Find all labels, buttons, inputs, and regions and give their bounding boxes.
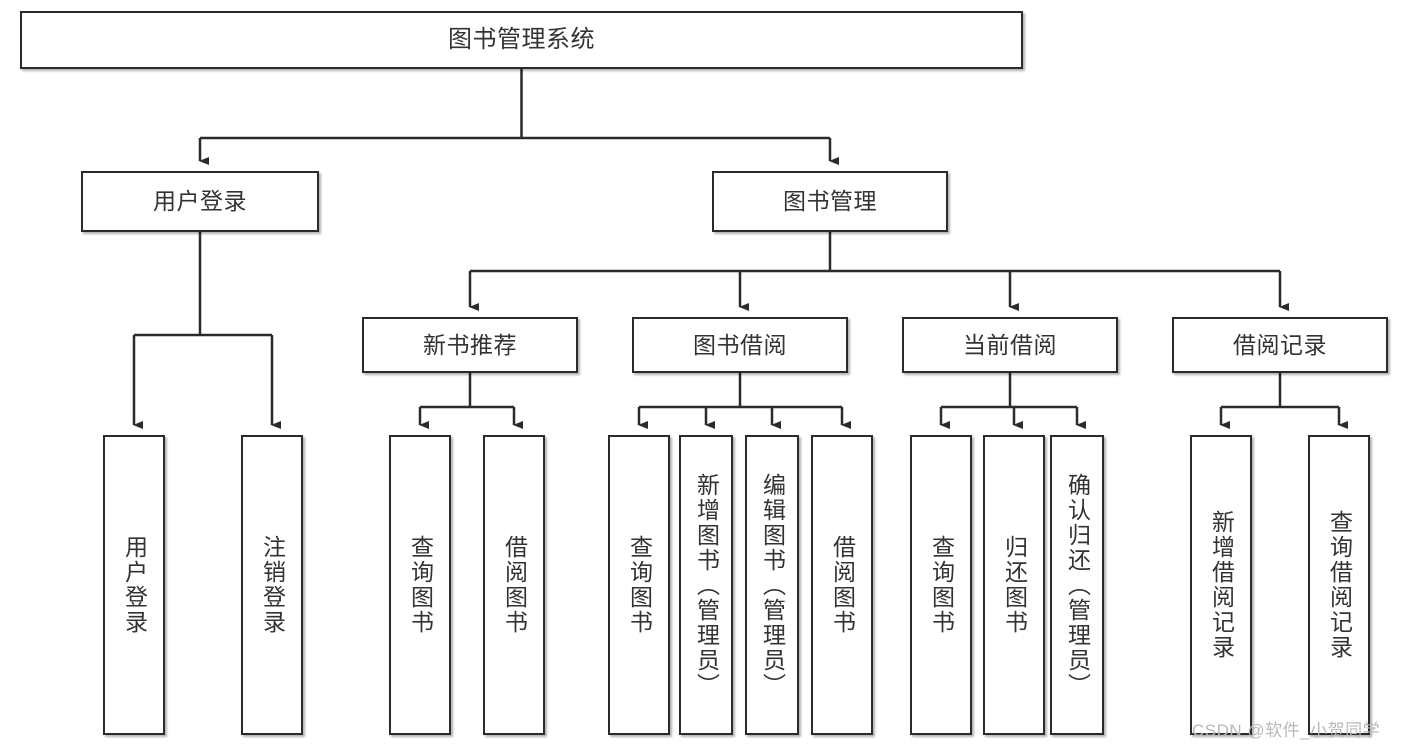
node-label: 注销登录: [259, 535, 286, 635]
node-book-manage[interactable]: 图书管理: [712, 171, 948, 232]
node-label: 确认归还（管理员）: [1064, 472, 1091, 698]
node-label: 归还图书: [1001, 535, 1028, 635]
node-label: 查询图书: [407, 535, 434, 635]
node-leaf-query-record[interactable]: 查询借阅记录: [1308, 435, 1370, 735]
node-label: 新书推荐: [423, 331, 517, 358]
node-label: 当前借阅: [963, 331, 1057, 358]
node-label: 查询图书: [928, 535, 955, 635]
node-leaf-return-book[interactable]: 归还图书: [983, 435, 1045, 735]
node-leaf-add-record[interactable]: 新增借阅记录: [1190, 435, 1252, 735]
node-label: 新增图书（管理员）: [693, 472, 720, 698]
node-label: 编辑图书（管理员）: [759, 472, 786, 698]
node-label: 查询借阅记录: [1326, 510, 1353, 660]
node-leaf-query-book-2[interactable]: 查询图书: [608, 435, 670, 735]
node-borrow-record[interactable]: 借阅记录: [1172, 317, 1388, 373]
node-label: 借阅图书: [501, 535, 528, 635]
node-leaf-add-book[interactable]: 新增图书（管理员）: [679, 435, 733, 735]
node-user-login[interactable]: 用户登录: [81, 171, 319, 232]
node-label: 借阅图书: [829, 535, 856, 635]
node-leaf-query-book-3[interactable]: 查询图书: [910, 435, 972, 735]
csdn-watermark: CSDN @软件_小贺同学: [1192, 721, 1381, 740]
node-label: 图书借阅: [693, 331, 787, 358]
node-leaf-query-book-1[interactable]: 查询图书: [389, 435, 451, 735]
node-label: 用户登录: [153, 188, 247, 215]
node-leaf-confirm-return[interactable]: 确认归还（管理员）: [1050, 435, 1104, 735]
node-label: 图书管理系统: [448, 26, 595, 54]
node-label: 图书管理: [783, 188, 877, 215]
node-leaf-user-login[interactable]: 用户登录: [103, 435, 165, 735]
node-label: 查询图书: [626, 535, 653, 635]
node-current-borrow[interactable]: 当前借阅: [902, 317, 1118, 373]
node-label: 借阅记录: [1233, 331, 1327, 358]
node-leaf-borrow-book-2[interactable]: 借阅图书: [811, 435, 873, 735]
node-new-book-recommend[interactable]: 新书推荐: [362, 317, 578, 373]
node-book-borrow[interactable]: 图书借阅: [632, 317, 848, 373]
node-leaf-borrow-book-1[interactable]: 借阅图书: [483, 435, 545, 735]
node-leaf-edit-book[interactable]: 编辑图书（管理员）: [745, 435, 799, 735]
node-root[interactable]: 图书管理系统: [20, 11, 1023, 69]
node-leaf-logout[interactable]: 注销登录: [241, 435, 303, 735]
node-label: 用户登录: [121, 535, 148, 635]
node-label: 新增借阅记录: [1208, 510, 1235, 660]
